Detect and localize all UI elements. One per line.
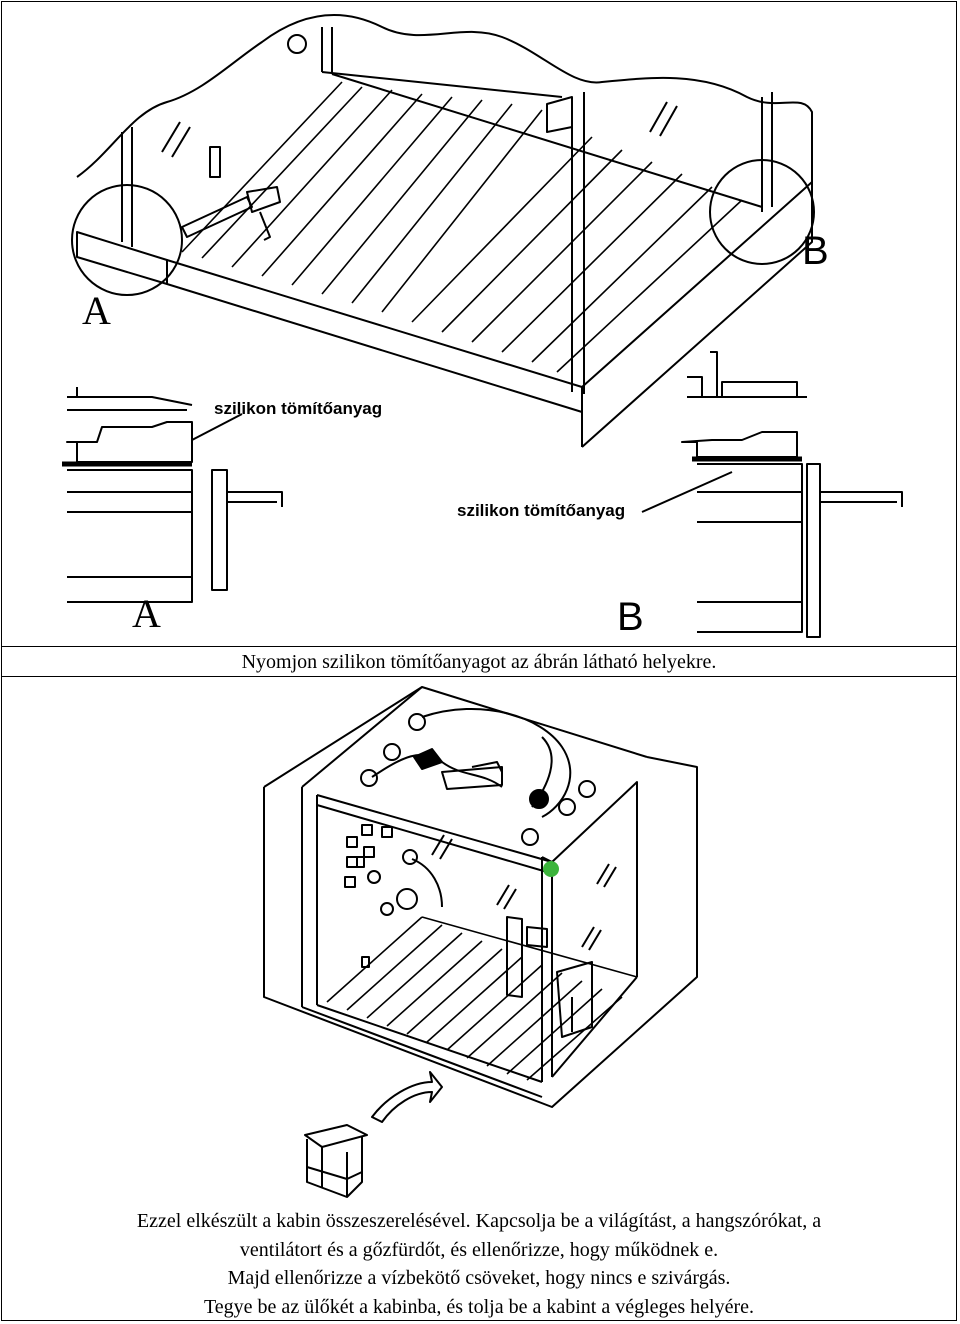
cabin-illustration [2,677,956,1207]
caption-finish-line-3: Majd ellenőrizze a vízbekötő csöveket, h… [227,1267,731,1289]
caption-finish-line-4: Tegye be az ülőkét a kabinba, és tolja b… [203,1295,755,1318]
sealant-label-left: szilikon tömítőanyag [214,399,382,418]
sealant-illustration: A B A B szilikon tömítőanyag szilikon tö… [2,2,956,647]
caption-finish: Ezzel elkészült a kabin összeszereléséve… [2,1207,956,1322]
status-indicator-icon [543,861,559,877]
cabin-drawing [263,686,698,1198]
sealant-label-right: szilikon tömítőanyag [457,501,625,520]
label-a-detail: A [132,591,161,636]
label-a-main: A [82,288,111,333]
label-b-detail: B [617,595,644,639]
caption-sealant: Nyomjon szilikon tömítőanyagot az ábrán … [2,647,956,677]
caption-finish-line-2: ventilátort és a gőzfürdőt, és ellenőriz… [239,1238,719,1261]
label-b-main: B [802,229,829,273]
sealant-drawing: A B A B szilikon tömítőanyag szilikon tö… [62,14,903,639]
caption-finish-line-1: Ezzel elkészült a kabin összeszereléséve… [136,1210,822,1232]
